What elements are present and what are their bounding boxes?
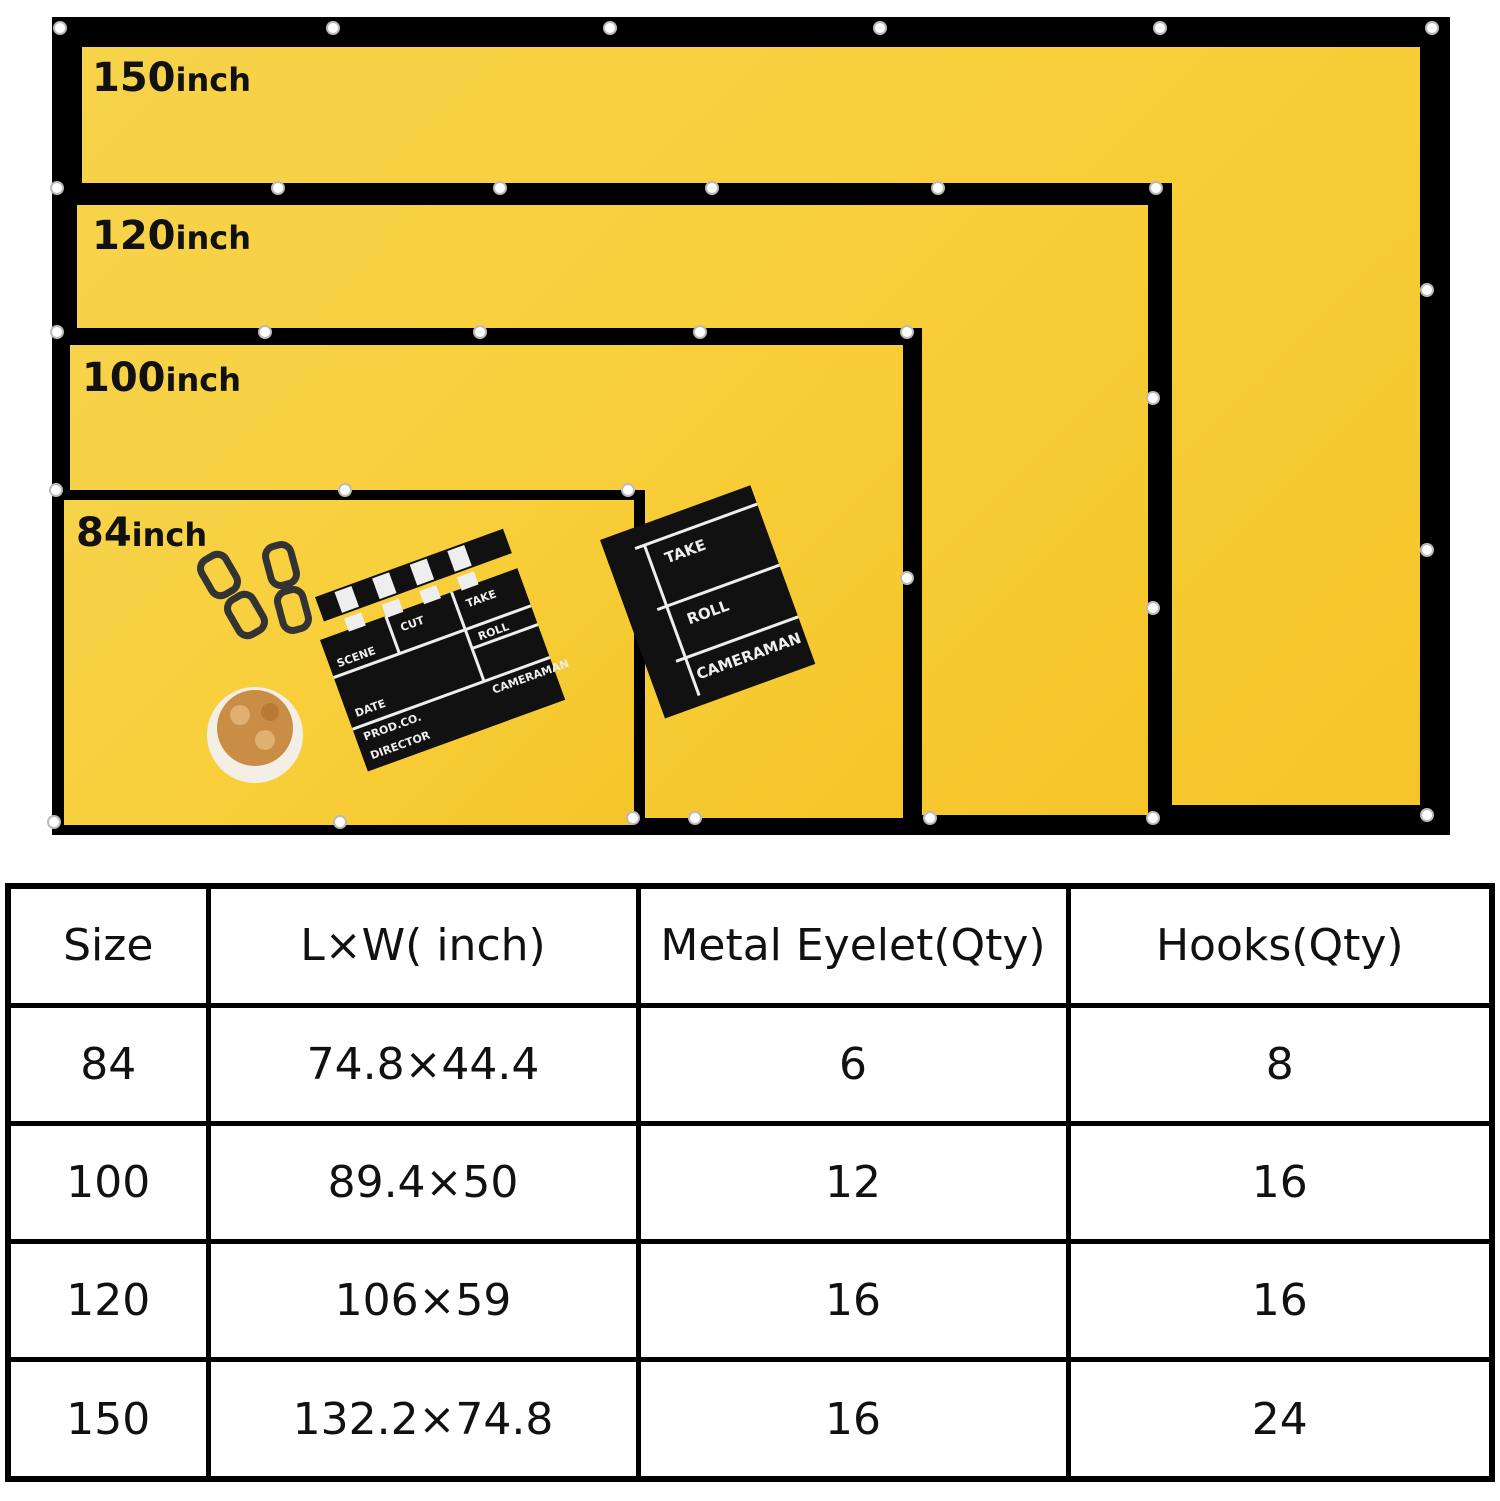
table-row: 84 74.8×44.4 6 8 [5, 1002, 1495, 1126]
eyelet-icon [1425, 21, 1439, 35]
eyelet-icon [333, 815, 347, 829]
cell-size: 150 [5, 1357, 211, 1482]
size-value: 150 [92, 55, 176, 101]
eyelet-icon [258, 325, 272, 339]
eyelet-icon [1420, 283, 1434, 297]
eyelet-icon [688, 811, 702, 825]
eyelet-icon [50, 325, 64, 339]
eyelet-icon [626, 811, 640, 825]
eyelet-icon [1146, 601, 1160, 615]
clapperboard-icon: TAKE ROLL CAMERAMAN [600, 485, 816, 719]
cell-eyelets: 6 [635, 1002, 1071, 1126]
size-value: 100 [82, 355, 166, 401]
cell-dimensions: 74.8×44.4 [205, 1002, 641, 1126]
size-value: 120 [92, 213, 176, 259]
table-row: 120 106×59 16 16 [5, 1239, 1495, 1363]
glasses-icon [197, 541, 312, 640]
eyelet-icon [326, 21, 340, 35]
eyelet-icon [1420, 808, 1434, 822]
eyelet-icon [1149, 181, 1163, 195]
cell-dimensions: 132.2×74.8 [205, 1357, 641, 1482]
cell-eyelets: 12 [635, 1120, 1071, 1245]
table-row: 100 89.4×50 12 16 [5, 1120, 1495, 1245]
cell-hooks: 24 [1065, 1357, 1495, 1482]
cell-eyelets: 16 [635, 1357, 1071, 1482]
cell-size: 84 [5, 1002, 211, 1126]
eyelet-icon [900, 571, 914, 585]
eyelet-icon [50, 181, 64, 195]
size-unit: inch [175, 219, 252, 257]
eyelet-icon [1420, 543, 1434, 557]
eyelet-icon [900, 325, 914, 339]
eyelet-icon [873, 21, 887, 35]
cell-eyelets: 16 [635, 1239, 1071, 1363]
cell-hooks: 16 [1065, 1120, 1495, 1245]
cell-size: 120 [5, 1239, 211, 1363]
table-row: 150 132.2×74.8 16 24 [5, 1357, 1495, 1482]
cell-dimensions: 89.4×50 [205, 1120, 641, 1245]
eyelet-icon [923, 811, 937, 825]
spec-table: Size L×W( inch) Metal Eyelet(Qty) Hooks(… [5, 883, 1495, 1482]
screen-label-84: 84inch [76, 510, 207, 556]
eyelet-icon [931, 181, 945, 195]
size-unit: inch [131, 516, 208, 554]
eyelet-icon [49, 483, 63, 497]
props-artwork: SCENE CUT TAKE ROLL DATE PROD.CO. DIRECT… [197, 485, 816, 783]
eyelet-icon [493, 181, 507, 195]
popcorn-bowl-icon [207, 687, 303, 783]
eyelet-icon [693, 325, 707, 339]
header-dimensions: L×W( inch) [205, 883, 641, 1008]
eyelet-icon [1146, 391, 1160, 405]
size-unit: inch [165, 361, 242, 399]
eyelet-icon [1146, 811, 1160, 825]
header-hooks: Hooks(Qty) [1065, 883, 1495, 1008]
eyelet-icon [1153, 21, 1167, 35]
cell-hooks: 16 [1065, 1239, 1495, 1363]
eyelet-icon [271, 181, 285, 195]
eyelet-icon [473, 325, 487, 339]
table-header-row: Size L×W( inch) Metal Eyelet(Qty) Hooks(… [5, 883, 1495, 1008]
eyelet-icon [47, 815, 61, 829]
header-size: Size [5, 883, 211, 1008]
eyelet-icon [705, 181, 719, 195]
header-eyelets: Metal Eyelet(Qty) [635, 883, 1071, 1008]
size-value: 84 [76, 510, 132, 556]
cell-hooks: 8 [1065, 1002, 1495, 1126]
screen-label-120: 120inch [92, 213, 251, 259]
eyelet-icon [53, 21, 67, 35]
eyelet-icon [338, 483, 352, 497]
cell-size: 100 [5, 1120, 211, 1245]
screen-label-100: 100inch [82, 355, 241, 401]
clapperboard-icon: SCENE CUT TAKE ROLL DATE PROD.CO. DIRECT… [315, 528, 571, 772]
size-unit: inch [175, 61, 252, 99]
eyelet-icon [621, 483, 635, 497]
cell-dimensions: 106×59 [205, 1239, 641, 1363]
screen-label-150: 150inch [92, 55, 251, 101]
eyelet-icon [603, 21, 617, 35]
